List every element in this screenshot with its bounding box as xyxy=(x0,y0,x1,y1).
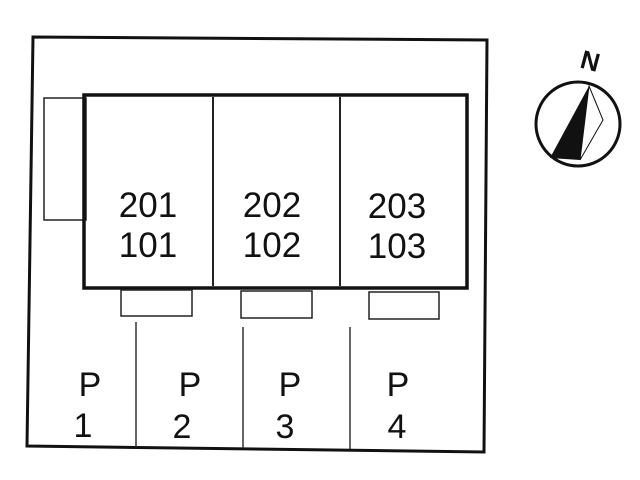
unit-lower-label: 102 xyxy=(243,226,301,265)
north-arrow-icon xyxy=(534,80,622,168)
building-outline xyxy=(82,93,469,290)
parking-number: 3 xyxy=(276,408,295,446)
unit-porch xyxy=(368,291,440,320)
compass-north-label: N xyxy=(577,44,603,78)
unit-porch xyxy=(120,289,193,317)
unit-upper-label: 201 xyxy=(119,186,177,225)
parking-number: 4 xyxy=(388,408,407,446)
parking-letter: P xyxy=(387,366,410,404)
parking-number: 2 xyxy=(173,408,192,446)
stair-annex xyxy=(43,97,87,221)
parking-letter: P xyxy=(279,366,302,404)
unit-lower-label: 103 xyxy=(368,227,426,266)
unit-upper-label: 203 xyxy=(368,187,426,226)
unit-porch xyxy=(240,290,313,319)
parking-number: 1 xyxy=(74,407,93,445)
parking-letter: P xyxy=(79,366,102,404)
unit-lower-label: 101 xyxy=(119,226,177,265)
unit-upper-label: 202 xyxy=(243,186,301,225)
lot-boundary xyxy=(25,35,489,454)
parking-letter: P xyxy=(179,366,202,404)
